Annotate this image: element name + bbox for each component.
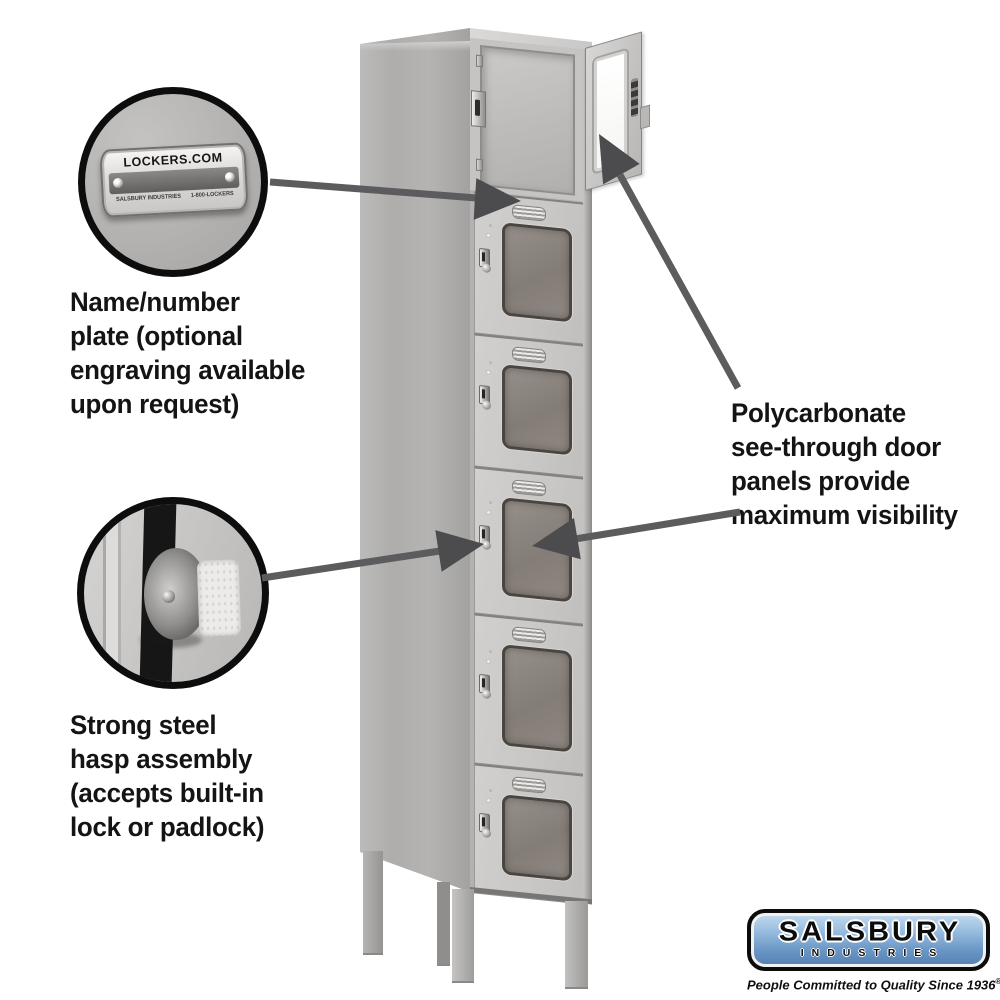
registered-mark-icon: ® [995, 977, 1000, 986]
callout-line: (accepts built-in [70, 778, 264, 808]
callout-line: maximum visibility [731, 500, 958, 530]
open-door [585, 31, 642, 191]
hasp-assembly [479, 247, 493, 273]
door-number-plate [512, 776, 546, 794]
hasp-detail-circle [77, 497, 269, 689]
door-number-plate [512, 204, 546, 222]
locker-leg [452, 889, 474, 983]
hasp-assembly [479, 524, 493, 551]
compartment-interior [480, 45, 575, 196]
locker-door [474, 763, 584, 905]
locker-leg [565, 901, 588, 989]
open-door-latch [631, 77, 638, 118]
callout-line: Polycarbonate [731, 398, 906, 428]
hasp-screw [162, 590, 175, 603]
nameplate-detail-circle: LOCKERS.COM SALSBURY INDUSTRIES 1-800-LO… [78, 87, 268, 277]
see-through-panel [502, 364, 572, 456]
callout-line: engraving available [70, 355, 306, 385]
door-number-plate [512, 479, 546, 497]
callout-line: plate (optional [70, 321, 243, 351]
badge-footer-right: 1-800-LOCKERS [190, 190, 234, 200]
hinge [476, 158, 483, 172]
frame-latch [471, 90, 486, 128]
screw-icon [112, 177, 124, 189]
callout-line: hasp assembly [70, 744, 253, 774]
callout-polycarbonate-label: Polycarbonate see-through door panels pr… [731, 396, 958, 532]
logo-tagline: People Committed to Quality Since 1936® [747, 977, 1000, 992]
locker-door [474, 191, 584, 346]
callout-line: Name/number [70, 287, 240, 317]
logo-brand-text: SALSBURY [778, 916, 962, 948]
locker-door [474, 613, 584, 776]
open-door-edge-tab [640, 104, 650, 130]
logo-tagline-text: People Committed to Quality Since 1936 [747, 977, 996, 993]
hasp-hook [482, 540, 491, 551]
callout-nameplate-label: Name/number plate (optional engraving av… [70, 285, 305, 421]
locker-open-compartment [470, 38, 592, 203]
open-door-see-through-panel [592, 47, 629, 175]
arrow-to-open-door [616, 173, 742, 390]
badge-footer-left: SALSBURY INDUSTRIES [115, 193, 182, 204]
name-number-plate: LOCKERS.COM SALSBURY INDUSTRIES 1-800-LO… [99, 142, 249, 218]
locker-door [474, 466, 584, 626]
arrow-to-window [574, 508, 741, 543]
callout-line: Strong steel [70, 710, 217, 740]
hinge [476, 54, 483, 68]
hasp-assembly [479, 673, 493, 699]
callout-line: upon request) [70, 389, 240, 419]
locker-leg [363, 851, 383, 955]
locker-front [470, 38, 592, 905]
callout-line: lock or padlock) [70, 812, 265, 842]
hasp-hook [482, 828, 491, 839]
locker-leg [437, 882, 450, 966]
see-through-panel [502, 222, 572, 323]
hasp-assembly [479, 384, 493, 411]
see-through-panel [502, 794, 572, 882]
see-through-panel [502, 497, 572, 603]
salsbury-logo-box: SALSBURY INDUSTRIES [747, 909, 990, 971]
see-through-panel [502, 644, 572, 753]
locker-door [474, 333, 584, 479]
locker-side-panel [360, 28, 470, 892]
callout-hasp-label: Strong steel hasp assembly (accepts buil… [70, 708, 264, 844]
callout-line: panels provide [731, 466, 910, 496]
salsbury-logo: SALSBURY INDUSTRIES People Committed to … [747, 909, 1000, 992]
door-number-plate [512, 626, 546, 644]
screw-icon [224, 171, 236, 183]
callout-line: see-through door [731, 432, 941, 462]
door-number-plate [512, 346, 546, 364]
logo-division-text: INDUSTRIES [800, 947, 945, 959]
hasp-assembly [479, 812, 493, 839]
hasp-plate [196, 559, 242, 637]
hasp-hook [482, 400, 491, 411]
door-edge-strip [106, 504, 118, 682]
